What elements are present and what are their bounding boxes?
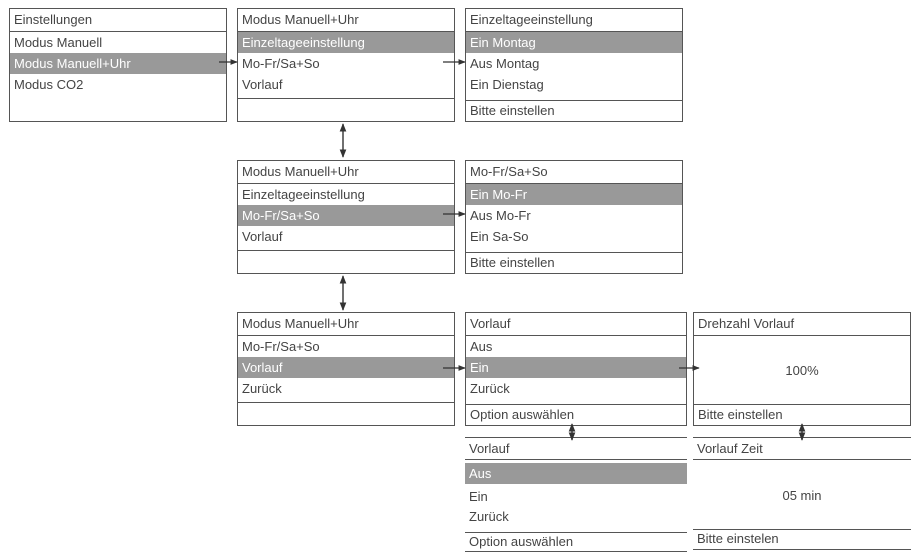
menu-divider bbox=[238, 402, 454, 403]
menu-vorlauf-1: Vorlauf Aus Ein Zurück Option auswählen bbox=[465, 312, 687, 426]
menu-footer: Option auswählen bbox=[469, 534, 574, 549]
menu-item-ein[interactable]: Ein bbox=[469, 489, 488, 504]
menu-drehzahl-vorlauf: Drehzahl Vorlauf 100% Bitte einstellen bbox=[693, 312, 911, 426]
menu-item-zurueck[interactable]: Zurück bbox=[469, 509, 509, 524]
menu-item-modus-manuell[interactable]: Modus Manuell bbox=[14, 35, 103, 50]
menu-title: Modus Manuell+Uhr bbox=[238, 313, 454, 336]
menu-title-line bbox=[693, 459, 911, 460]
menu-item-mo-fr-sa-so[interactable]: Mo-Fr/Sa+So bbox=[238, 205, 454, 226]
menu-footer-line bbox=[693, 529, 911, 530]
menu-item-aus-montag[interactable]: Aus Montag bbox=[470, 56, 540, 71]
menu-bottom-line bbox=[693, 549, 911, 550]
menu-title: Modus Manuell+Uhr bbox=[238, 161, 454, 184]
menu-mo-fr-sa-so: Mo-Fr/Sa+So Ein Mo-Fr Aus Mo-Fr Ein Sa-S… bbox=[465, 160, 683, 274]
menu-footer-line bbox=[465, 532, 687, 533]
menu-item-mo-fr-sa-so[interactable]: Mo-Fr/Sa+So bbox=[242, 339, 320, 354]
menu-item-einzeltageeinstellung[interactable]: Einzeltageeinstellung bbox=[238, 32, 454, 53]
menu-vorlauf-2: Vorlauf Aus Ein Zurück Option auswählen bbox=[465, 437, 687, 554]
speed-value: 100% bbox=[785, 363, 819, 378]
menu-divider bbox=[238, 250, 454, 251]
menu-title-line bbox=[465, 459, 687, 460]
menu-item-aus-mo-fr[interactable]: Aus Mo-Fr bbox=[470, 208, 531, 223]
menu-item-modus-manuell-uhr[interactable]: Modus Manuell+Uhr bbox=[10, 53, 226, 74]
menu-title: Modus Manuell+Uhr bbox=[238, 9, 454, 32]
menu-divider bbox=[238, 98, 454, 99]
time-value: 05 min bbox=[782, 488, 822, 503]
menu-item-zurueck[interactable]: Zurück bbox=[242, 381, 282, 396]
menu-item-ein[interactable]: Ein bbox=[466, 357, 686, 378]
menu-title: Vorlauf bbox=[469, 441, 510, 456]
menu-title: Vorlauf bbox=[466, 313, 686, 336]
menu-title: Vorlauf Zeit bbox=[697, 441, 763, 456]
menu-title: Einstellungen bbox=[10, 9, 226, 32]
menu-top-line bbox=[465, 437, 687, 438]
menu-footer: Bitte einstellen bbox=[466, 100, 682, 121]
menu-title: Einzeltageeinstellung bbox=[466, 9, 682, 32]
menu-item-vorlauf[interactable]: Vorlauf bbox=[238, 357, 454, 378]
menu-modus-manuell-uhr-3: Modus Manuell+Uhr Mo-Fr/Sa+So Vorlauf Zu… bbox=[237, 312, 455, 426]
menu-title: Drehzahl Vorlauf bbox=[694, 313, 910, 336]
menu-item-modus-co2[interactable]: Modus CO2 bbox=[14, 77, 84, 92]
menu-item-zurueck[interactable]: Zurück bbox=[470, 381, 510, 396]
menu-item-ein-mo-fr[interactable]: Ein Mo-Fr bbox=[466, 184, 682, 205]
menu-modus-manuell-uhr-1: Modus Manuell+Uhr Einzeltageeinstellung … bbox=[237, 8, 455, 122]
menu-bottom-line bbox=[465, 551, 687, 552]
menu-modus-manuell-uhr-2: Modus Manuell+Uhr Einzeltageeinstellung … bbox=[237, 160, 455, 274]
menu-footer: Option auswählen bbox=[466, 404, 686, 425]
menu-item-ein-dienstag[interactable]: Ein Dienstag bbox=[470, 77, 544, 92]
menu-item-ein-montag[interactable]: Ein Montag bbox=[466, 32, 682, 53]
menu-item-vorlauf[interactable]: Vorlauf bbox=[242, 77, 283, 92]
menu-einzeltageeinstellung: Einzeltageeinstellung Ein Montag Aus Mon… bbox=[465, 8, 683, 122]
menu-item-einzeltageeinstellung[interactable]: Einzeltageeinstellung bbox=[242, 187, 365, 202]
menu-einstellungen: Einstellungen Modus Manuell Modus Manuel… bbox=[9, 8, 227, 122]
menu-item-mo-fr-sa-so[interactable]: Mo-Fr/Sa+So bbox=[242, 56, 320, 71]
menu-footer: Bitte einstellen bbox=[466, 252, 682, 273]
menu-title: Mo-Fr/Sa+So bbox=[466, 161, 682, 184]
menu-item-aus[interactable]: Aus bbox=[470, 339, 493, 354]
menu-item-ein-sa-so[interactable]: Ein Sa-So bbox=[470, 229, 529, 244]
menu-footer: Bitte einstelen bbox=[697, 531, 779, 546]
menu-footer: Bitte einstellen bbox=[694, 404, 910, 425]
menu-item-aus[interactable]: Aus bbox=[465, 463, 687, 484]
menu-item-vorlauf[interactable]: Vorlauf bbox=[242, 229, 283, 244]
